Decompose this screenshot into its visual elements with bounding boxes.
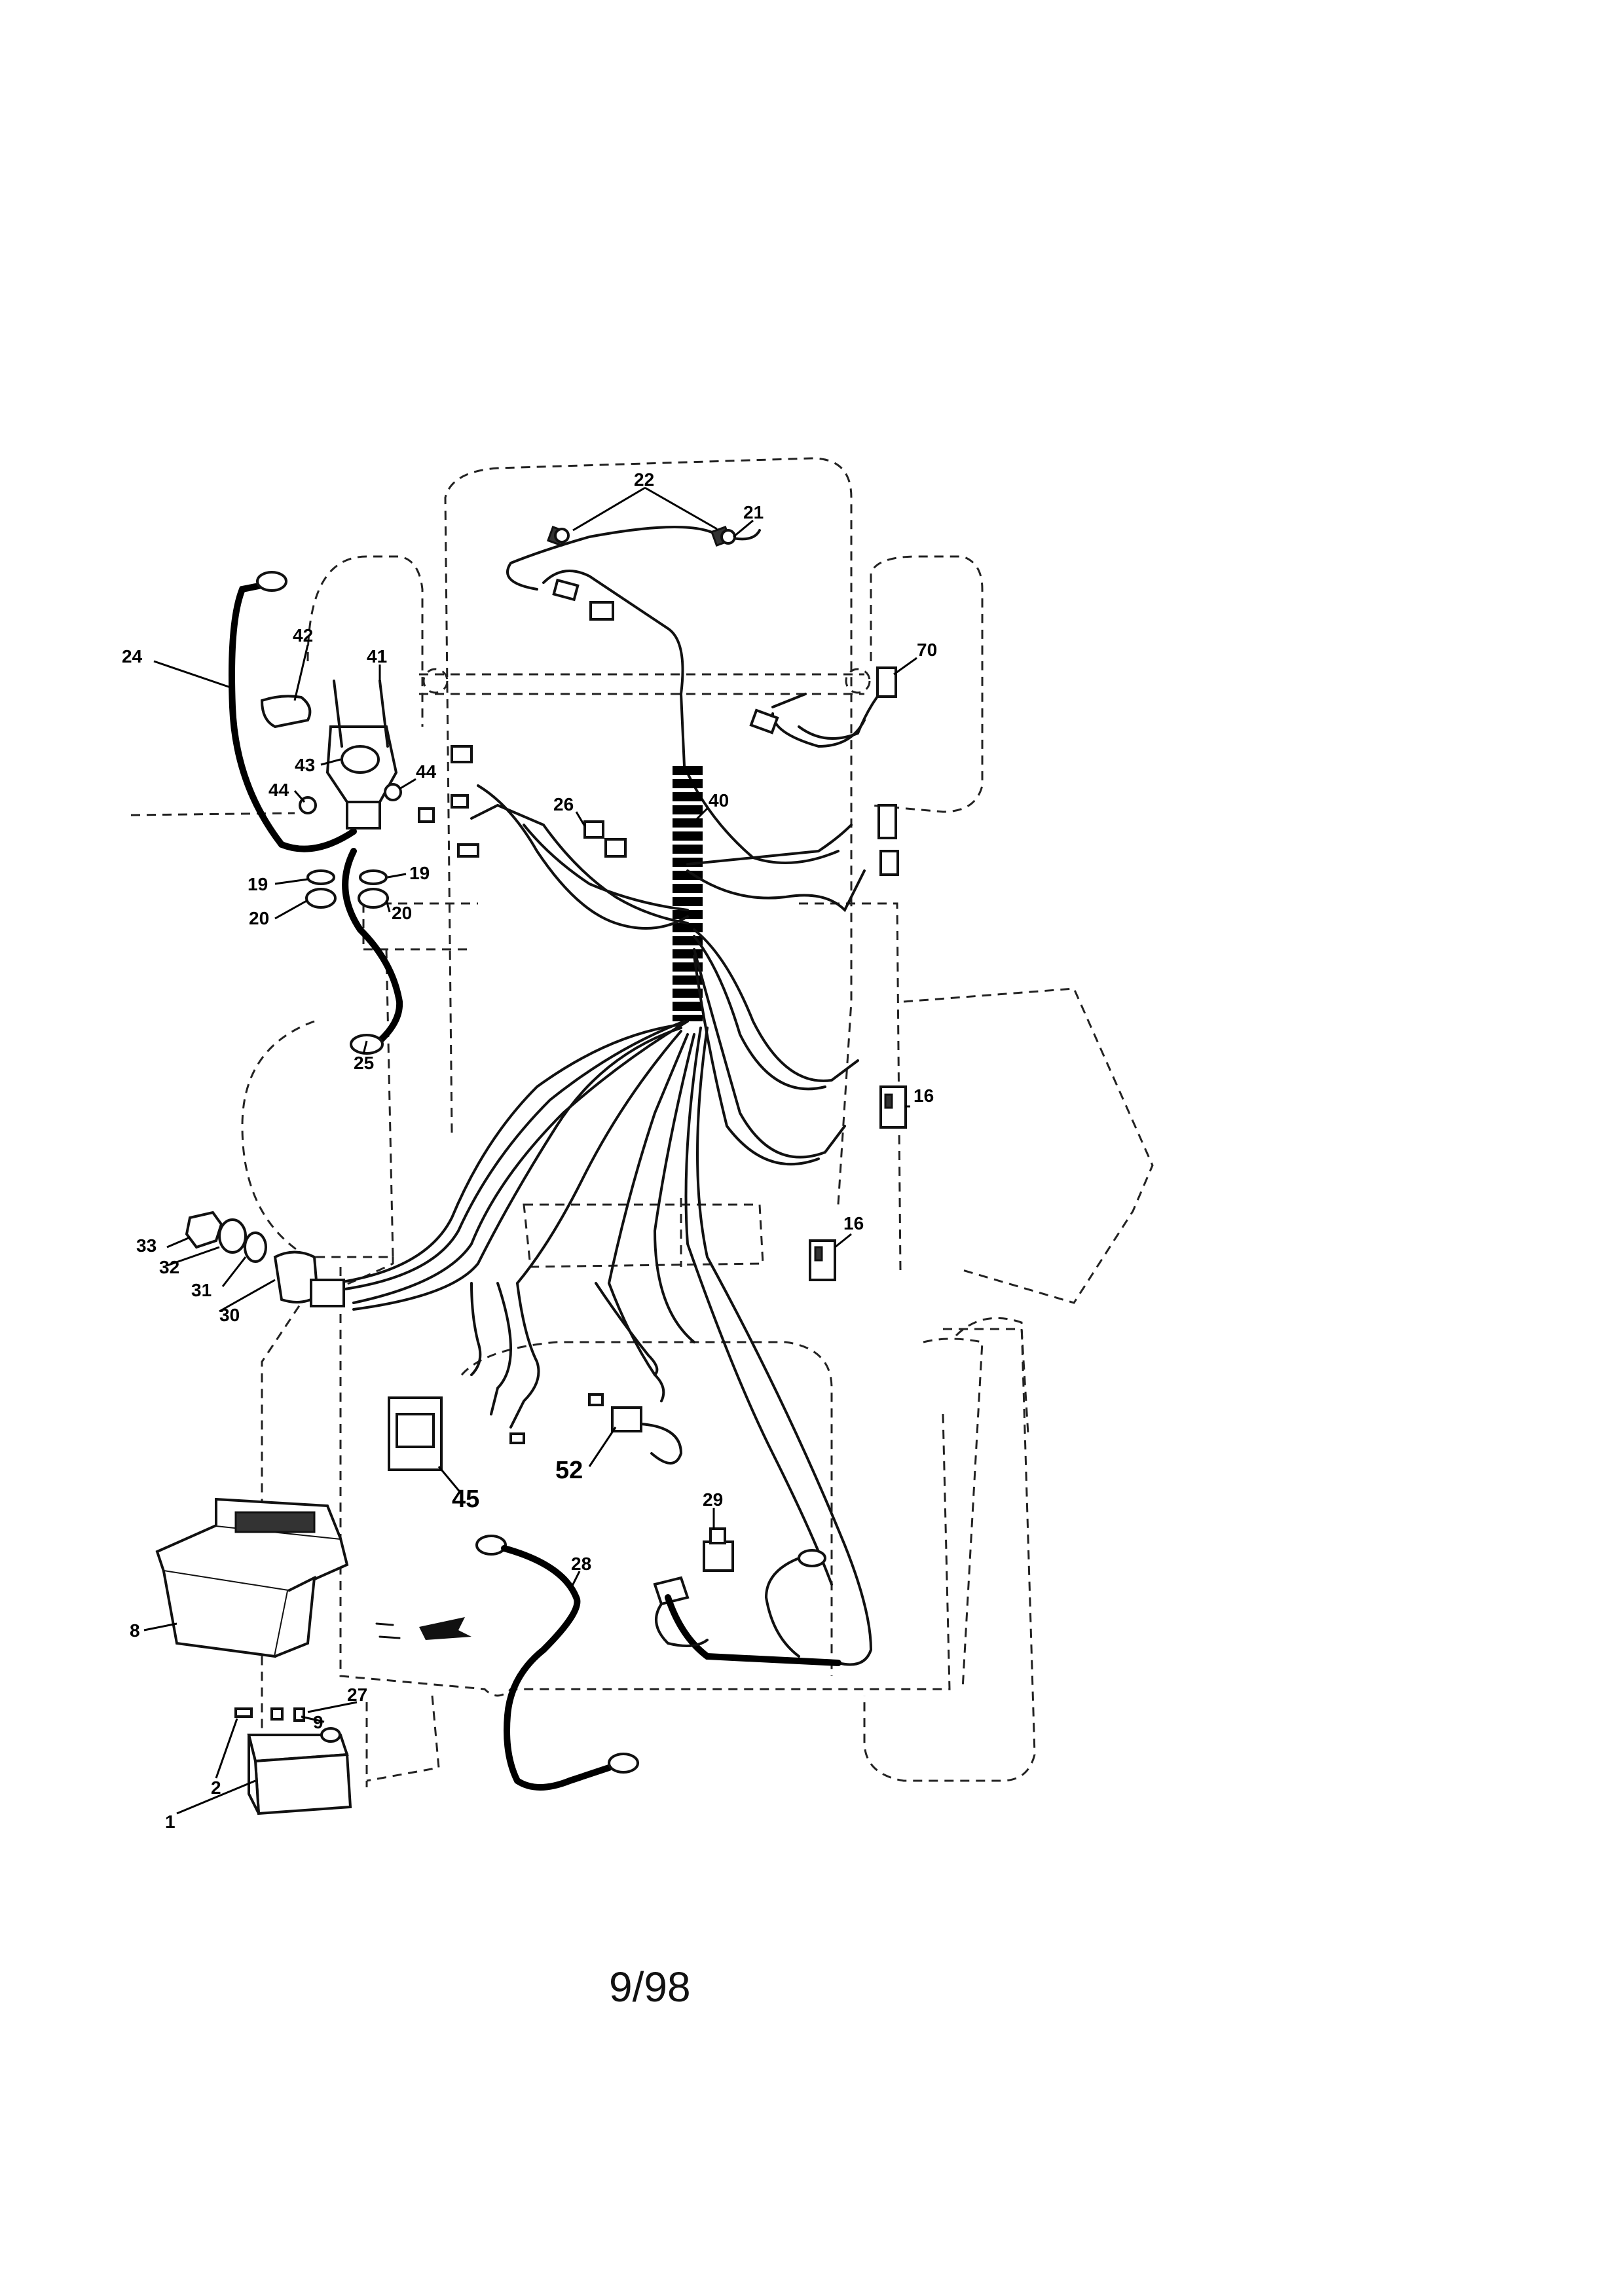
main-harness	[333, 526, 873, 1666]
label-21: 21	[743, 502, 764, 522]
label-2: 2	[211, 1777, 221, 1798]
headlight-harness	[546, 525, 736, 621]
label-70: 70	[917, 640, 937, 660]
tractor-outline	[130, 457, 1154, 1808]
label-22: 22	[634, 469, 654, 490]
label-31: 31	[191, 1280, 212, 1300]
connector-26	[583, 820, 627, 858]
switch-16-upper	[879, 1085, 907, 1129]
leader-lines	[143, 486, 917, 1815]
label-41: 41	[367, 646, 387, 666]
label-19-right: 19	[409, 863, 430, 883]
label-29: 29	[703, 1489, 723, 1510]
switch-16-lower	[809, 1239, 836, 1281]
label-44-left: 44	[268, 780, 289, 800]
label-42: 42	[293, 625, 313, 646]
label-43: 43	[295, 755, 315, 775]
connector-52	[509, 1393, 683, 1465]
label-16-upper: 16	[913, 1085, 934, 1106]
label-20-left: 20	[249, 908, 269, 928]
battery-1	[234, 1707, 352, 1815]
label-33: 33	[136, 1235, 157, 1256]
ignition-switch	[185, 1211, 345, 1307]
label-30: 30	[219, 1305, 240, 1325]
seat-switch-29	[653, 1527, 841, 1666]
label-27: 27	[347, 1685, 367, 1705]
direction-arrow	[375, 1617, 471, 1640]
label-32: 32	[159, 1257, 179, 1277]
label-45: 45	[452, 1485, 479, 1513]
label-26: 26	[553, 794, 574, 814]
label-9: 9	[313, 1712, 323, 1732]
decal-45	[388, 1396, 443, 1471]
label-24: 24	[122, 646, 143, 666]
battery-box-8	[155, 1497, 349, 1658]
label-16-lower: 16	[843, 1213, 864, 1233]
label-19-left: 19	[248, 874, 268, 894]
connector-70	[749, 666, 899, 876]
label-44-right: 44	[416, 761, 437, 782]
page-number: 9/98	[609, 1963, 691, 2011]
label-20-right: 20	[392, 903, 412, 923]
label-25: 25	[354, 1053, 374, 1073]
ground-cable-28	[475, 1535, 639, 1791]
label-40: 40	[709, 790, 729, 811]
solenoid-assembly	[229, 571, 479, 1055]
part-labels: 22 21 70 24 42 41 43 44 44 26 40 19 19 2…	[122, 469, 937, 1832]
label-8: 8	[130, 1620, 140, 1641]
label-52: 52	[555, 1457, 583, 1484]
label-28: 28	[571, 1554, 591, 1574]
label-1: 1	[165, 1812, 175, 1832]
